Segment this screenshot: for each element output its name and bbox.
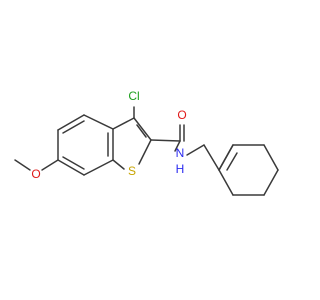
- amide-hydrogen-label: H: [176, 162, 185, 176]
- bond-inner-2: [62, 156, 85, 170]
- bond-s-c3a: [112, 159, 125, 170]
- atom-labels: Cl O N H S O: [31, 89, 186, 181]
- bond-c3-c2: [133, 117, 152, 141]
- chlorine-label: Cl: [128, 89, 139, 103]
- bond-c2-carbonyl: [150, 139, 181, 142]
- bond-c2-s: [138, 139, 152, 165]
- amide-nitrogen-label: N: [176, 146, 185, 160]
- bond-c7-c3a: [83, 159, 114, 176]
- bond-c4-c5: [57, 114, 85, 131]
- bond-ring-6: [218, 144, 234, 171]
- bond-c7a-c3: [112, 117, 135, 130]
- bond-carbonyl-n: [174, 140, 181, 152]
- bond-ring-double: [226, 152, 238, 171]
- bond-inner-1: [62, 120, 85, 134]
- bond-ring-2: [263, 144, 279, 171]
- bond-ring-3: [263, 169, 279, 196]
- sulfur-label: S: [128, 164, 136, 178]
- bond-n-ch2: [186, 144, 205, 156]
- molecule-structure-diagram: Cl O N H S O: [14, 89, 279, 196]
- bond-c6-o: [41, 159, 59, 171]
- carbonyl-oxygen-label: O: [177, 108, 186, 122]
- bond-c6-c7: [57, 159, 85, 176]
- bond-c7a-c4: [83, 114, 114, 130]
- bond-lines: [14, 106, 279, 196]
- bond-o-ch3: [14, 159, 31, 171]
- bond-ch2-ch2: [203, 144, 220, 171]
- methoxy-oxygen-label: O: [31, 167, 40, 181]
- bond-c3-c2-double: [136, 124, 147, 138]
- bond-ring-5: [218, 169, 234, 196]
